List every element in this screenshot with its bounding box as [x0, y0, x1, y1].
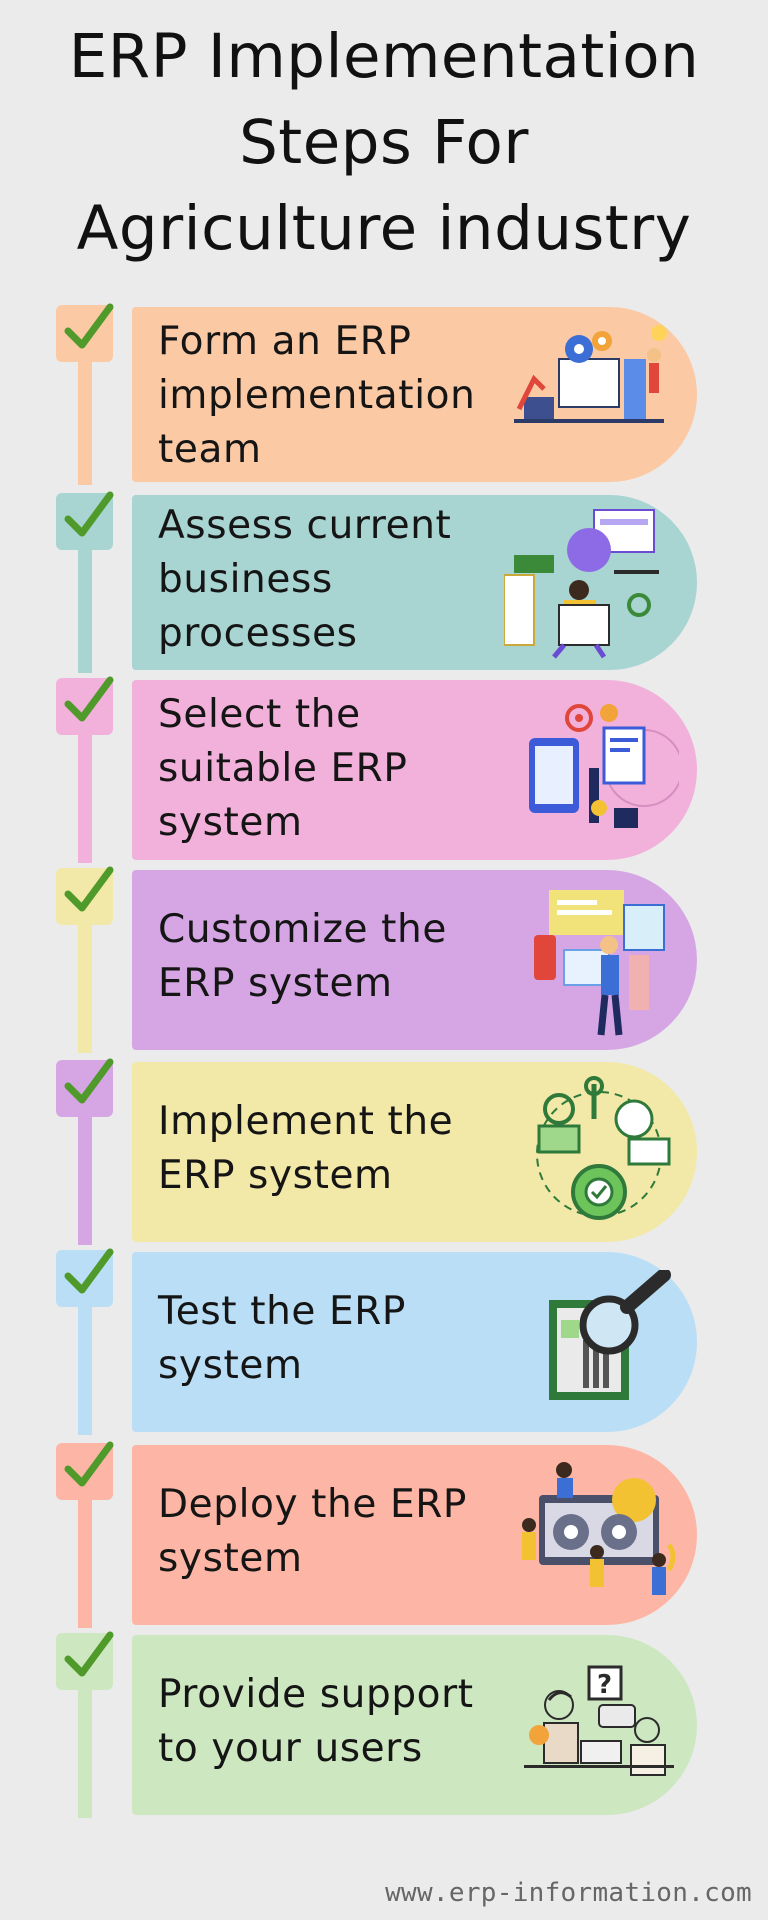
selection-tablet-icon: [529, 704, 679, 828]
step-connector: [78, 1100, 92, 1245]
check-icon: [64, 1248, 114, 1294]
checkbox: [56, 866, 114, 925]
step-connector: [78, 533, 92, 673]
magnifier-report-icon: [549, 1270, 671, 1400]
check-icon: [64, 1058, 114, 1104]
page-title: ERP Implementation Steps For Agriculture…: [0, 14, 768, 272]
deploy-team-gears-icon: [522, 1462, 676, 1595]
step-connector: [78, 1673, 92, 1818]
step-connector: [78, 345, 92, 485]
check-icon: [64, 1441, 114, 1487]
check-icon: [64, 676, 114, 722]
implement-gear-cycle-icon: [536, 1076, 671, 1220]
title-line-2: Steps For: [239, 107, 529, 178]
check-icon: [64, 303, 114, 349]
checkbox: [56, 1248, 114, 1307]
check-icon: [64, 866, 114, 912]
checkbox: [56, 1441, 114, 1500]
checkbox: [56, 491, 114, 550]
checkbox: [56, 676, 114, 735]
check-icon: [64, 491, 114, 537]
checkbox: [56, 303, 114, 362]
footer-url: www.erp-information.com: [385, 1878, 752, 1908]
step-connector: [78, 908, 92, 1053]
support-chat-icon: ?: [524, 1665, 674, 1776]
check-icon: [64, 1631, 114, 1677]
checkbox: [56, 1631, 114, 1690]
title-line-3: Agriculture industry: [76, 193, 692, 264]
analyst-at-desk-icon: [504, 509, 659, 659]
svg-text:?: ?: [597, 1670, 612, 1700]
step-connector: [78, 1290, 92, 1435]
step-connector: [78, 1483, 92, 1628]
customize-code-icon: [534, 890, 665, 1036]
checkbox: [56, 1058, 114, 1117]
team-gears-robot-icon: [514, 325, 667, 423]
title-line-1: ERP Implementation: [68, 21, 700, 92]
step-connector: [78, 718, 92, 863]
